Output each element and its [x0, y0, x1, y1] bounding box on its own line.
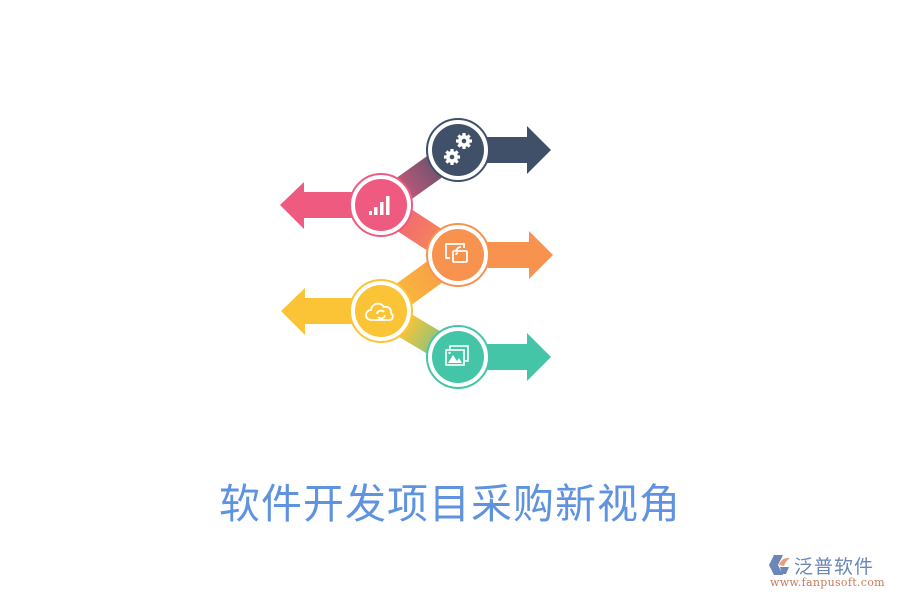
cloud-sync-icon	[365, 302, 394, 321]
page-title: 软件开发项目采购新视角	[219, 480, 681, 528]
arrow-left-2	[280, 182, 370, 229]
arrow-right-1	[470, 126, 551, 174]
step-1-node	[426, 118, 490, 182]
arrow-right-5	[470, 333, 551, 381]
step-2-node	[349, 173, 413, 237]
brand-logo[interactable]: 泛普软件 www.fanpusoft.com	[766, 552, 896, 596]
step-5-node	[426, 325, 490, 389]
step-4-node	[349, 279, 413, 343]
signal-bars-icon	[369, 196, 390, 215]
logo-name: 泛普软件	[794, 556, 875, 578]
images-icon	[445, 345, 469, 366]
screen-cast-icon	[445, 243, 468, 263]
gears-icon	[444, 133, 472, 165]
arrow-left-4	[281, 288, 370, 335]
logo-mark-icon	[769, 555, 790, 575]
step-3-node	[426, 223, 490, 287]
arrow-right-3	[470, 231, 553, 279]
logo-url: www.fanpusoft.com	[770, 576, 885, 589]
